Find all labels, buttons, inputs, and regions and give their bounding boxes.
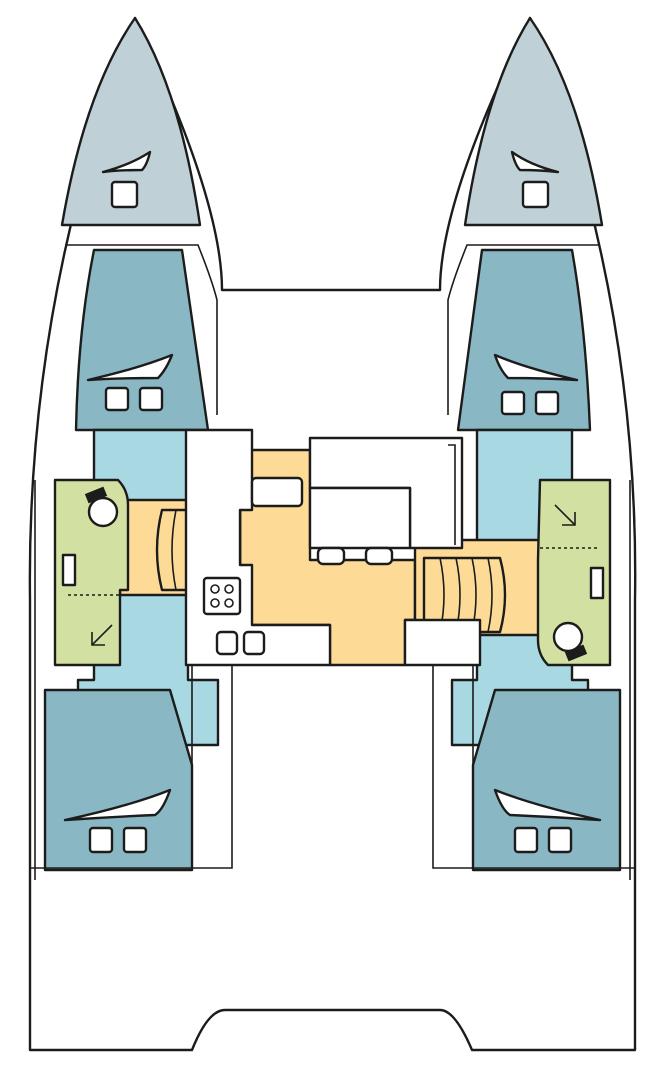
- port-forward-cabin: [74, 248, 210, 432]
- salon-table: [308, 486, 412, 550]
- starboard-peak-hatch-icon: [521, 180, 550, 209]
- port-sink-icon: [61, 553, 77, 587]
- starboard-aft-pillow-icon: [493, 788, 602, 822]
- starboard-sink-icon: [589, 566, 605, 600]
- port-toilet-tank-icon: [84, 486, 108, 504]
- port-toilet-icon: [87, 496, 119, 528]
- starboard-peak-pillow-icon: [510, 150, 560, 174]
- starboard-shower-icon: [554, 504, 576, 526]
- stove-icon: [202, 576, 242, 616]
- galley-shelf: [250, 476, 304, 508]
- port-aft-pillow-b-icon: [122, 826, 148, 854]
- port-forward-frame: [65, 244, 218, 415]
- chart-table: [403, 618, 482, 667]
- stool-right-icon: [364, 546, 394, 566]
- starboard-aft-cabin: [471, 688, 622, 872]
- starboard-forward-pillow-icon: [493, 353, 579, 382]
- port-forward-pillow-a-icon: [104, 386, 130, 412]
- port-forward-peak: [60, 16, 202, 227]
- port-aft-frame: [191, 665, 233, 869]
- port-forward-pillow-icon: [86, 353, 174, 382]
- galley-sink-left-icon: [215, 630, 239, 656]
- starboard-forward-pillow-a-icon: [500, 390, 526, 416]
- settee-back: [448, 444, 456, 545]
- galley-sink-right-icon: [242, 630, 266, 656]
- starboard-aft-pillow-b-icon: [547, 826, 573, 854]
- port-forward-pillow-b-icon: [138, 386, 164, 412]
- port-aft-pillow-icon: [63, 788, 172, 822]
- port-shower-icon: [91, 624, 113, 646]
- stove-burners-icon: [210, 584, 234, 608]
- starboard-forward-pillow-b-icon: [534, 390, 560, 416]
- starboard-aft-pillow-a-icon: [513, 826, 539, 854]
- port-peak-pillow-icon: [101, 150, 152, 174]
- port-aft-pillow-a-icon: [88, 826, 114, 854]
- starboard-aft-frame: [432, 665, 474, 869]
- starboard-toilet-icon: [552, 621, 584, 653]
- starboard-toilet-tank-icon: [564, 644, 588, 662]
- starboard-head: [536, 478, 612, 667]
- port-head: [53, 478, 130, 667]
- starboard-forward-frame: [447, 244, 600, 415]
- port-aft-cabin: [43, 688, 194, 872]
- port-peak-hatch-icon: [110, 180, 139, 209]
- starboard-forward-cabin: [456, 248, 592, 432]
- starboard-forward-peak: [463, 16, 604, 227]
- stool-left-icon: [316, 546, 346, 566]
